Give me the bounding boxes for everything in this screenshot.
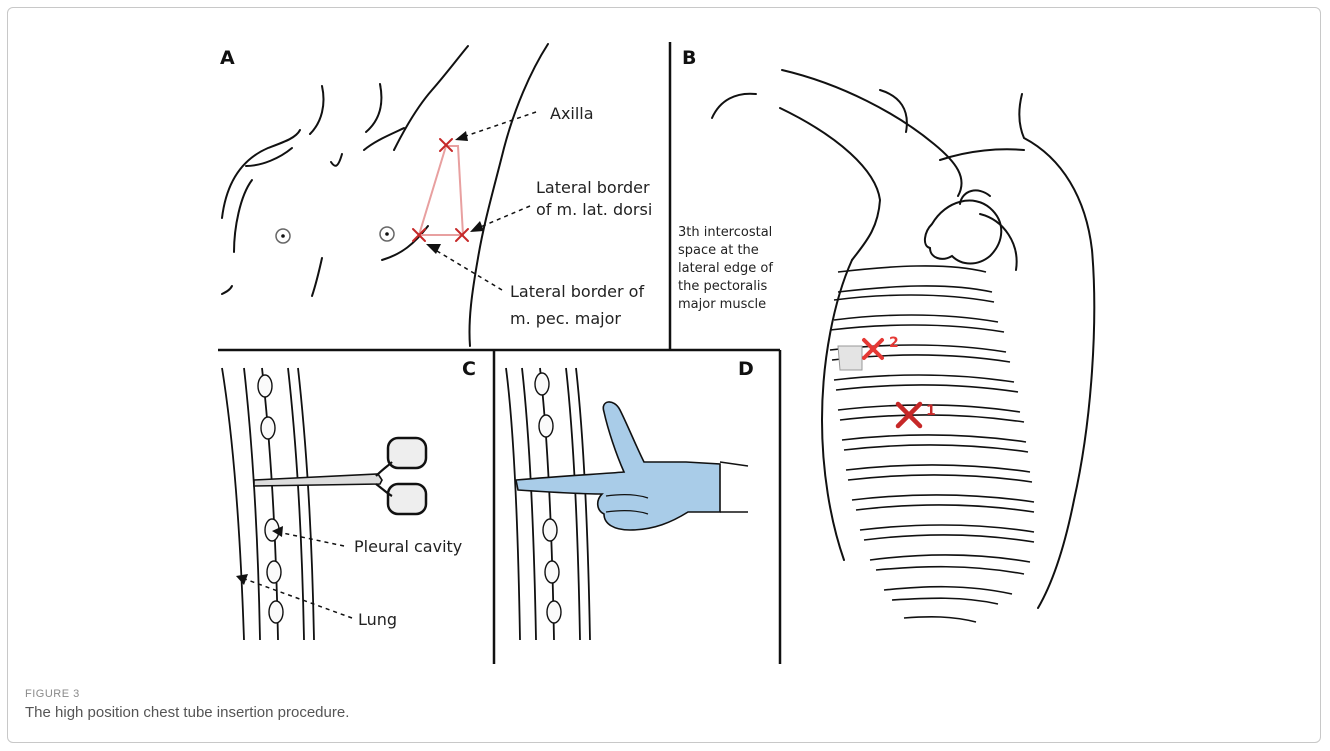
ribs-section-c [258,375,283,623]
label-axilla: Axilla [550,104,594,123]
label-pec-major-line1: Lateral border of [510,282,644,301]
panel-d: D [506,358,754,640]
panel-c: C Pleural cav [222,358,476,640]
torso-outline [222,44,548,346]
panel-d-letter: D [738,358,754,380]
ribs-section-d [535,373,561,623]
label-lat-dorsi-line1: Lateral border [536,178,650,197]
chest-wall-section-c [222,368,314,640]
description-line: the pectoralis [678,279,767,294]
nipple-right-icon [380,227,394,241]
description-line: space at the [678,243,759,258]
label-pleural-cavity: Pleural cavity [354,537,462,556]
nipple-left-icon [276,229,290,243]
panel-c-letter: C [462,358,476,380]
description-line: 3th intercostal [678,225,772,240]
safe-triangle [419,146,463,235]
panel-b-letter: B [682,47,696,69]
figure-illustration: A [0,0,1330,680]
figure-label: FIGURE 3 [25,688,80,700]
figure-caption: The high position chest tube insertion p… [25,704,349,721]
rib-highlight [838,346,862,370]
label-lung: Lung [358,610,397,629]
panel-b: B 3th intercostal space at the lateral e… [678,47,1094,622]
description-line: major muscle [678,297,766,312]
rib-cage [830,266,1034,622]
panel-a-letter: A [220,47,235,69]
clamp-icon [254,438,426,514]
marker-1-label: 1 [926,403,936,419]
panel-a: A [220,44,652,346]
insertion-marker-2-icon [864,340,882,358]
marker-2-label: 2 [889,335,899,351]
panel-b-description: 3th intercostal space at the lateral edg… [678,225,773,312]
description-line: lateral edge of [678,261,773,276]
chest-wall-section-d [506,368,590,640]
label-lat-dorsi-line2: of m. lat. dorsi [536,200,652,219]
label-pec-major-line2: m. pec. major [510,309,621,328]
leader-lines-a [432,112,536,290]
arm-and-body-outline [712,70,1094,608]
